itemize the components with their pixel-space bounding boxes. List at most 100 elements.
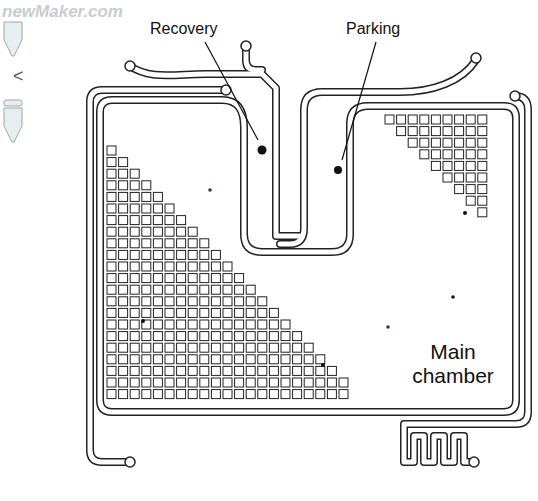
pillar <box>478 161 487 170</box>
pillar <box>235 297 244 306</box>
pillar <box>281 343 290 352</box>
pillar <box>258 320 267 329</box>
pillar <box>119 227 128 236</box>
pillar <box>142 274 151 283</box>
pillar <box>316 378 325 387</box>
pillar <box>119 250 128 259</box>
pillar <box>235 320 244 329</box>
pillar <box>188 285 197 294</box>
pillar <box>153 216 162 225</box>
pillar <box>142 216 151 225</box>
pillar <box>200 262 209 271</box>
pillar <box>107 181 116 190</box>
pillar <box>316 366 325 375</box>
pillar <box>119 297 128 306</box>
pillar <box>142 343 151 352</box>
pillar <box>223 390 232 399</box>
pillar <box>293 390 302 399</box>
pillar <box>177 378 186 387</box>
pillar <box>200 343 209 352</box>
pillar <box>223 378 232 387</box>
pillar <box>339 378 348 387</box>
cells <box>141 146 467 368</box>
pillar <box>385 115 394 124</box>
pillar <box>153 390 162 399</box>
pillar <box>107 332 116 341</box>
pillar <box>165 285 174 294</box>
pillar <box>177 366 186 375</box>
pillar <box>269 308 278 317</box>
pillar <box>211 285 220 294</box>
pillar <box>177 355 186 364</box>
pillar <box>153 378 162 387</box>
pillar <box>188 250 197 259</box>
pillar <box>119 390 128 399</box>
pillar <box>107 169 116 178</box>
pillar <box>200 320 209 329</box>
pillar <box>165 366 174 375</box>
pillar <box>153 285 162 294</box>
pillar <box>107 390 116 399</box>
pillar <box>420 138 429 147</box>
pillar <box>246 343 255 352</box>
pillar <box>130 262 139 271</box>
pillar <box>246 297 255 306</box>
pillar <box>142 378 151 387</box>
pillar <box>165 390 174 399</box>
pillar <box>130 332 139 341</box>
pillar <box>142 227 151 236</box>
pillar <box>200 332 209 341</box>
pillar <box>119 355 128 364</box>
pillar <box>165 355 174 364</box>
pillar <box>200 297 209 306</box>
pillar <box>165 239 174 248</box>
pillar <box>223 262 232 271</box>
pillar <box>431 150 440 159</box>
pillar <box>269 332 278 341</box>
pillar <box>177 285 186 294</box>
pillar <box>165 227 174 236</box>
pillar <box>177 274 186 283</box>
pillar <box>153 320 162 329</box>
pillar <box>119 158 128 167</box>
pillar <box>223 297 232 306</box>
pillar <box>165 332 174 341</box>
pillar <box>281 378 290 387</box>
pillar <box>478 150 487 159</box>
pillar <box>455 185 464 194</box>
pillar <box>107 250 116 259</box>
pillar <box>281 366 290 375</box>
pillar <box>408 138 417 147</box>
pillar <box>246 366 255 375</box>
pillar <box>107 343 116 352</box>
pillar <box>130 274 139 283</box>
pillar <box>119 239 128 248</box>
pillar <box>269 366 278 375</box>
pillar <box>200 355 209 364</box>
pillar <box>211 332 220 341</box>
pillar <box>119 320 128 329</box>
pillar <box>258 332 267 341</box>
pillar <box>119 285 128 294</box>
pillar <box>200 390 209 399</box>
pillar <box>188 378 197 387</box>
pillar <box>269 355 278 364</box>
pillar <box>293 332 302 341</box>
pillar <box>130 355 139 364</box>
pillar <box>246 320 255 329</box>
pillar <box>211 274 220 283</box>
pillar <box>188 274 197 283</box>
pillar <box>200 366 209 375</box>
pillar <box>153 343 162 352</box>
pillar <box>130 216 139 225</box>
pillar <box>119 204 128 213</box>
pillar <box>235 332 244 341</box>
pillar <box>177 216 186 225</box>
leader-lines <box>205 42 376 160</box>
pillar <box>304 355 313 364</box>
pillar <box>188 227 197 236</box>
pillar <box>258 297 267 306</box>
ports <box>125 41 520 467</box>
pillar <box>142 320 151 329</box>
